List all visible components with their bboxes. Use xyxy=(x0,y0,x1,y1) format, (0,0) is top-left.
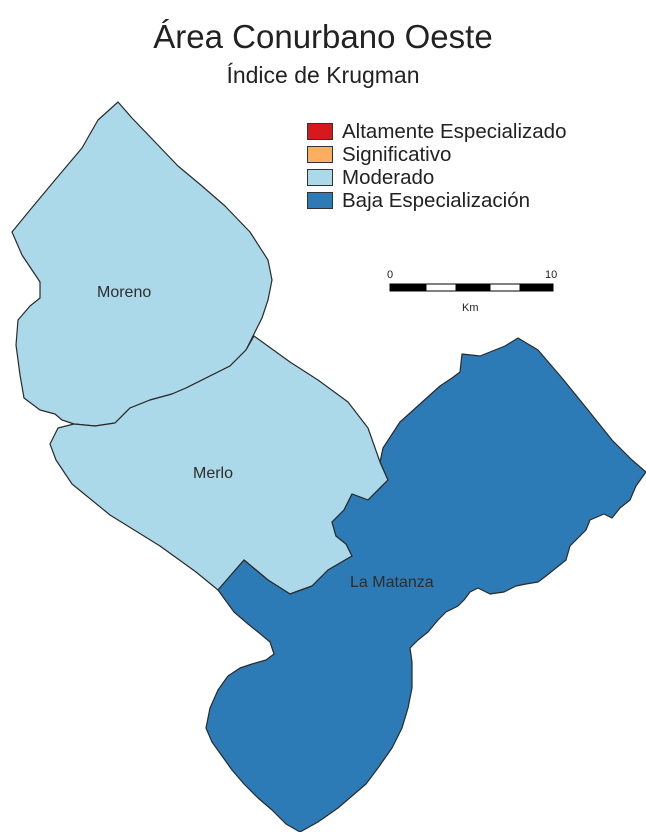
legend-item: Significativo xyxy=(307,143,567,166)
legend-item: Altamente Especializado xyxy=(307,120,567,143)
region-label-la-matanza: La Matanza xyxy=(350,574,434,591)
legend-label: Altamente Especializado xyxy=(342,120,567,143)
scale-end-label: 10 xyxy=(545,269,557,281)
map-title: Área Conurbano Oeste xyxy=(153,18,493,55)
scale-segment xyxy=(425,283,457,292)
legend-swatch-moderado xyxy=(307,169,333,186)
scale-start-label: 0 xyxy=(387,269,393,281)
scale-segment xyxy=(489,283,521,292)
region-label-merlo: Merlo xyxy=(193,465,233,482)
legend: Altamente Especializado Significativo Mo… xyxy=(307,120,567,212)
legend-swatch-significativo xyxy=(307,146,333,163)
scale-segment xyxy=(455,283,491,292)
legend-label: Significativo xyxy=(342,143,452,166)
scale-segment xyxy=(519,283,554,292)
legend-item: Moderado xyxy=(307,166,567,189)
map-subtitle: Índice de Krugman xyxy=(226,62,420,88)
region-la-matanza xyxy=(205,337,646,832)
legend-label: Baja Especialización xyxy=(342,189,531,212)
region-label-moreno: Moreno xyxy=(97,284,151,301)
legend-swatch-altamente xyxy=(307,123,333,140)
scale-segment xyxy=(389,283,427,292)
legend-swatch-baja xyxy=(307,192,333,209)
scale-unit-label: Km xyxy=(462,302,479,314)
scale-bar: 0 10 Km xyxy=(387,269,557,314)
legend-item: Baja Especialización xyxy=(307,189,567,212)
legend-label: Moderado xyxy=(342,166,435,189)
